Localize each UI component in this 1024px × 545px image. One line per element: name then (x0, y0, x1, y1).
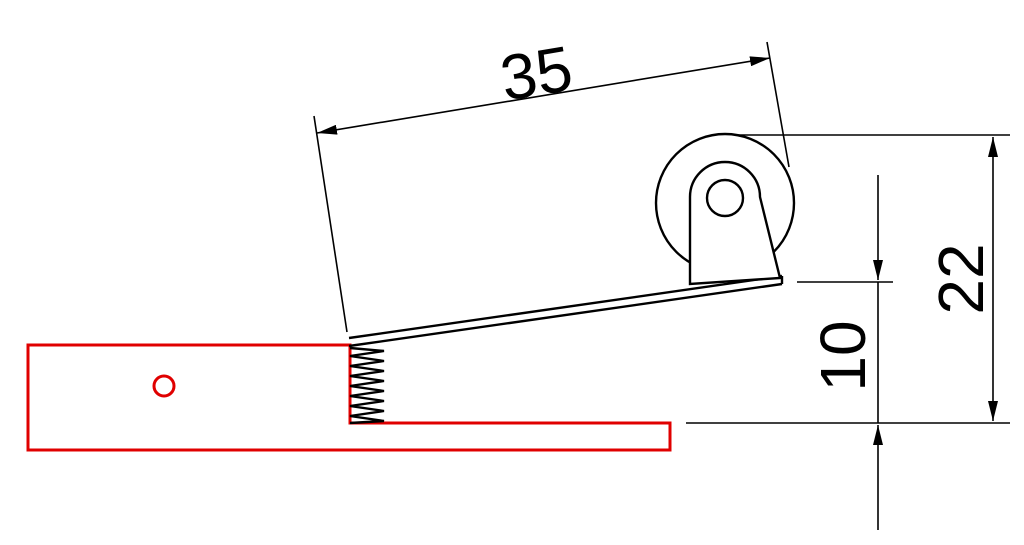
extension-line-right (766, 41, 790, 168)
extension-line-left (313, 115, 348, 333)
dimension-10: 10 (797, 175, 893, 530)
mounting-hole (152, 374, 176, 398)
dimension-label-35: 35 (495, 32, 577, 115)
base-body (26, 343, 672, 452)
roller-pin (705, 178, 745, 218)
dimension-label-22: 22 (925, 243, 997, 314)
dimension-label-10: 10 (807, 320, 879, 391)
dimension-35: 35 (313, 32, 790, 333)
spring (349, 346, 385, 425)
roller-assembly (654, 132, 796, 286)
base-outline (26, 343, 672, 452)
dimension-22: 22 (686, 134, 1010, 424)
dimension-line-35 (316, 56, 771, 135)
roller-bracket (688, 160, 782, 286)
lever-arm (348, 274, 784, 348)
